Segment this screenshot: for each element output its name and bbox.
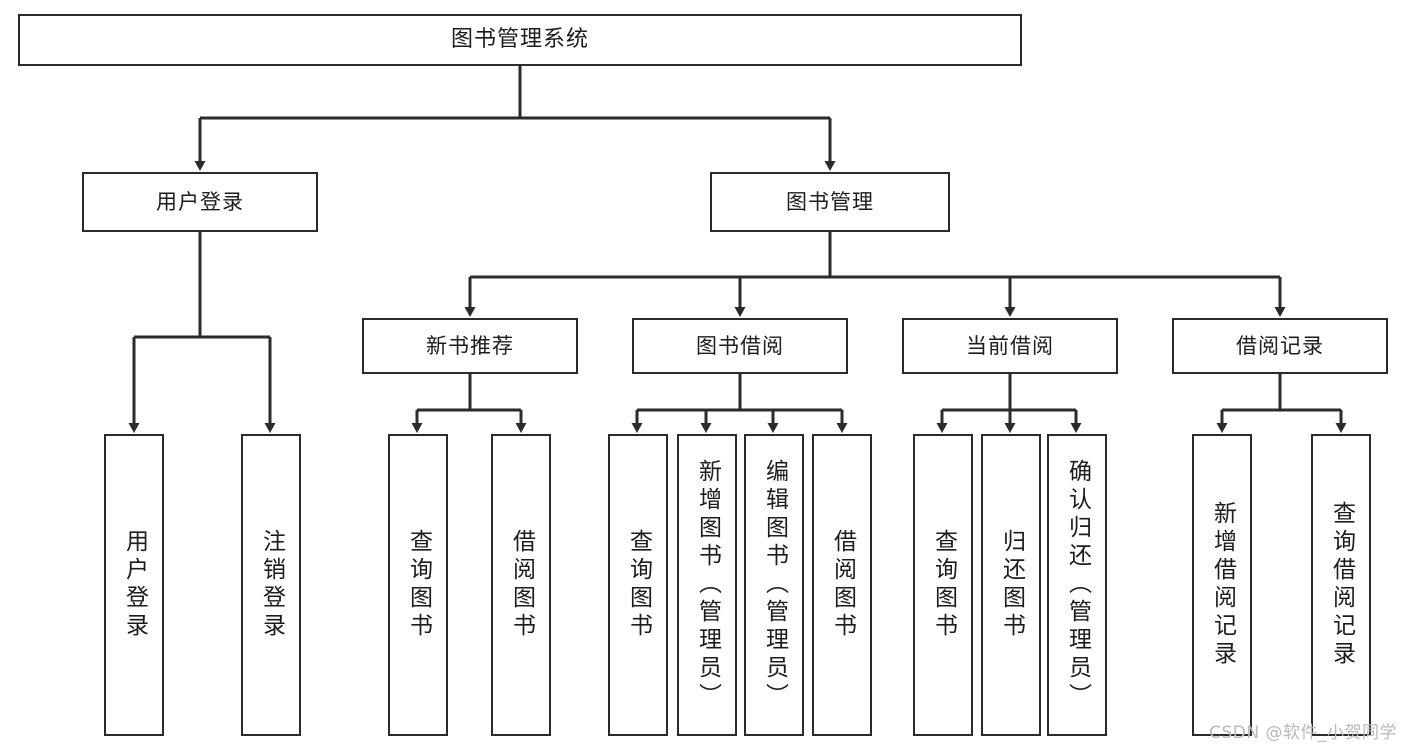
leaf-borrow-books-borrowing[interactable]: 借阅图书 — [812, 434, 872, 736]
node-label: 用户登录 — [156, 189, 244, 214]
node-new-book-recommendation[interactable]: 新书推荐 — [362, 318, 578, 374]
node-label: 确认归还（管理员） — [1064, 459, 1091, 711]
leaf-query-books-borrowing[interactable]: 查询图书 — [608, 434, 668, 736]
node-label: 新增借阅记录 — [1209, 501, 1236, 669]
leaf-query-books-current[interactable]: 查询图书 — [913, 434, 973, 736]
node-label: 查询借阅记录 — [1328, 501, 1355, 669]
node-label: 新书推荐 — [426, 333, 514, 358]
node-label: 注销登录 — [258, 529, 285, 641]
node-label: 查询图书 — [405, 529, 432, 641]
leaf-edit-book-admin[interactable]: 编辑图书（管理员） — [744, 434, 804, 736]
node-label: 当前借阅 — [966, 333, 1054, 358]
node-label: 借阅图书 — [829, 529, 856, 641]
leaf-return-books[interactable]: 归还图书 — [981, 434, 1041, 736]
leaf-query-borrow-record[interactable]: 查询借阅记录 — [1311, 434, 1371, 736]
node-borrowing-records[interactable]: 借阅记录 — [1172, 318, 1388, 374]
node-label: 借阅图书 — [508, 529, 535, 641]
node-label: 查询图书 — [930, 529, 957, 641]
node-user-login[interactable]: 用户登录 — [82, 172, 318, 232]
leaf-query-books-recommend[interactable]: 查询图书 — [388, 434, 448, 736]
node-label: 图书管理 — [786, 189, 874, 214]
node-label: 新增图书（管理员） — [694, 459, 721, 711]
leaf-user-login[interactable]: 用户登录 — [104, 434, 164, 736]
leaf-logout[interactable]: 注销登录 — [241, 434, 301, 736]
node-label: 编辑图书（管理员） — [761, 459, 788, 711]
node-label: 用户登录 — [121, 529, 148, 641]
leaf-confirm-return-admin[interactable]: 确认归还（管理员） — [1047, 434, 1107, 736]
node-label: 借阅记录 — [1236, 333, 1324, 358]
leaf-borrow-books-recommend[interactable]: 借阅图书 — [491, 434, 551, 736]
leaf-add-book-admin[interactable]: 新增图书（管理员） — [677, 434, 737, 736]
node-label: 图书管理系统 — [450, 27, 589, 53]
node-root-book-management-system[interactable]: 图书管理系统 — [18, 14, 1022, 66]
node-book-borrowing[interactable]: 图书借阅 — [632, 318, 848, 374]
node-current-borrowing[interactable]: 当前借阅 — [902, 318, 1118, 374]
watermark-text: CSDN @软件_小贺同学 — [1209, 723, 1397, 743]
leaf-add-borrow-record[interactable]: 新增借阅记录 — [1192, 434, 1252, 736]
node-label: 查询图书 — [625, 529, 652, 641]
node-book-management[interactable]: 图书管理 — [710, 172, 950, 232]
node-label: 图书借阅 — [696, 333, 784, 358]
node-label: 归还图书 — [998, 529, 1025, 641]
